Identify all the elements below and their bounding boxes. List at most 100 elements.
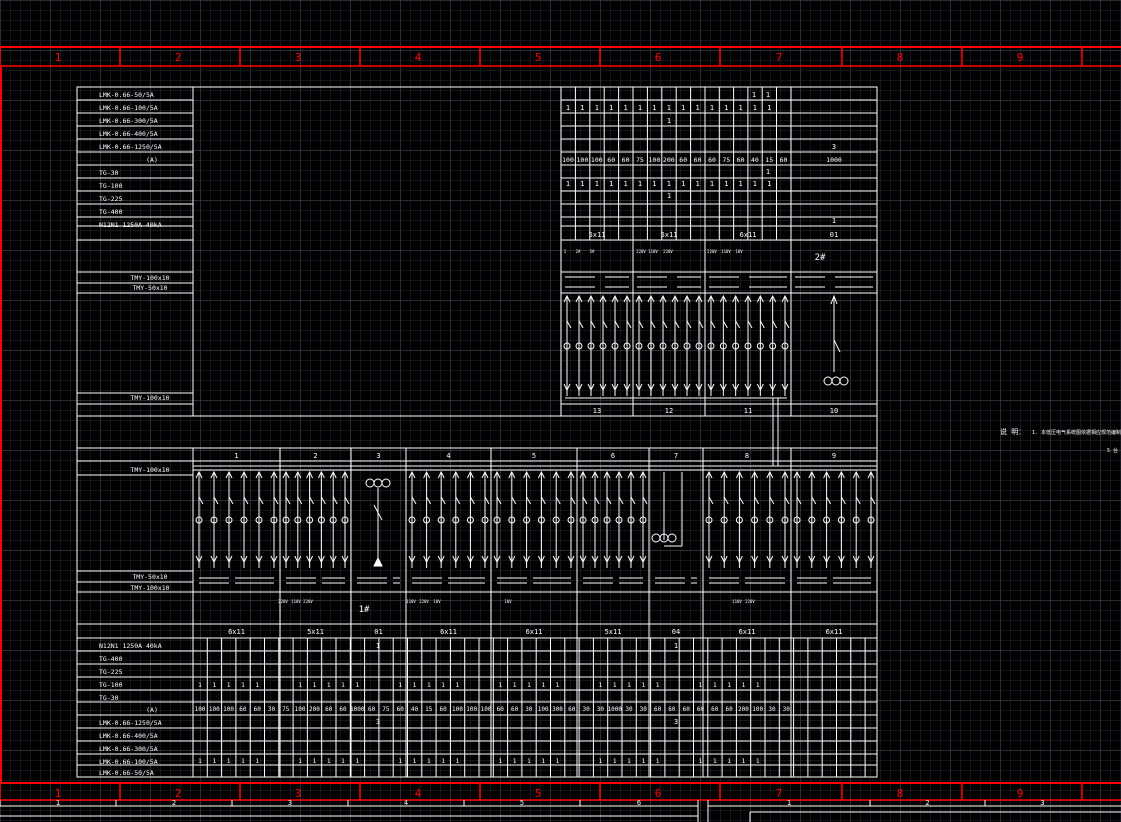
feeder-arrow	[781, 555, 789, 564]
bottom-amps-value: 75	[382, 706, 390, 713]
feeder-switch	[840, 496, 846, 505]
zone-number-bottom: 8	[897, 787, 904, 800]
feeder-arrow	[611, 294, 619, 303]
top-note: 220V	[636, 249, 646, 254]
bottom-tg-value: 1	[727, 681, 731, 689]
feeder-arrow	[481, 470, 489, 479]
feeder-arrow	[793, 470, 801, 479]
top-amps-value: 15	[765, 156, 773, 164]
feeder-ct-symbol	[563, 342, 571, 350]
feeder-switch	[455, 496, 461, 505]
feeder-arrow	[781, 383, 789, 392]
bottom-note: 110V	[406, 599, 416, 604]
bottom-amps-value: 100	[466, 706, 477, 713]
bottom-tg-value: 1	[198, 681, 202, 689]
feeder-arrow	[579, 470, 587, 479]
incomer-switch	[373, 504, 383, 521]
feeder-ct-symbol	[225, 516, 233, 524]
incomer-switch	[833, 339, 841, 353]
feeder-ct-symbol	[537, 516, 545, 524]
bottom-tg-value: 1	[713, 681, 717, 689]
feeder-switch	[738, 496, 744, 505]
bottom-bus-label: TMY-100x10	[130, 466, 169, 474]
feeder-arrow	[808, 470, 816, 479]
bottom-ct-value: 1	[513, 757, 517, 765]
feeder-arrow	[306, 470, 314, 479]
bottom-cabinet-type: 04	[672, 628, 680, 636]
feeder-arrow	[695, 294, 703, 303]
feeder-arrow	[751, 470, 759, 479]
feeder-arrow	[659, 383, 667, 392]
bottom-breaker-value: 1	[376, 642, 380, 650]
feeder-arrow	[852, 470, 860, 479]
bottom-amps-value: 60	[725, 706, 733, 713]
title-strip-number: 2	[925, 799, 929, 807]
top-amps-value: 100	[577, 156, 589, 164]
bottom-tg-value: 1	[398, 681, 402, 689]
feeder-switch	[526, 496, 532, 505]
feeder-ct-symbol	[255, 516, 263, 524]
bottom-amps-value: 30	[597, 706, 605, 713]
bottom-breaker-value: 1	[674, 642, 678, 650]
feeder-switch	[630, 496, 636, 505]
bottom-tg-value: 1	[756, 681, 760, 689]
bottom-tg-value: 1	[699, 681, 703, 689]
feeder-arrow	[647, 294, 655, 303]
top-ct-value: 1	[595, 104, 599, 112]
top-label-text: N12N1 1250A 40kA	[99, 221, 162, 229]
top-label-text: (A)	[146, 156, 158, 164]
incomer-arrow	[830, 294, 838, 305]
bottom-amps-value: 30	[582, 706, 590, 713]
feeder-ct-symbol	[317, 516, 325, 524]
feeder-arrow	[823, 555, 831, 564]
bottom-amps-value: 60	[397, 706, 405, 713]
top-amps-qty: 3	[832, 143, 836, 151]
bottom-tg-value: 1	[656, 681, 660, 689]
bottom-tg-value: 1	[327, 681, 331, 689]
top-note: 220V	[663, 249, 673, 254]
feeder-switch	[784, 496, 790, 505]
bottom-ct-value: 1	[427, 757, 431, 765]
top-ct-value: 1	[766, 168, 770, 176]
feeder-arrow	[341, 470, 349, 479]
feeder-arrow	[744, 383, 752, 392]
incomer-arrow	[373, 556, 383, 567]
top-tg-value: 1	[695, 180, 699, 188]
bottom-tg-value: 1	[341, 681, 345, 689]
feeder-arrow	[615, 470, 623, 479]
bottom-tg-value: 1	[227, 681, 231, 689]
top-tg-value: 1	[767, 180, 771, 188]
feeder-switch	[855, 496, 861, 505]
feeder-arrow	[452, 555, 460, 564]
bottom-cabinet-type: 5x11	[605, 628, 622, 636]
top-cabinet-type: 5x11	[589, 231, 606, 239]
bottom-amps-value: 100	[538, 706, 549, 713]
feeder-ct-symbol	[210, 516, 218, 524]
top-cabinet-type: 6x11	[740, 231, 757, 239]
bottom-ct-value: 1	[699, 757, 703, 765]
top-tg-value: 1	[652, 180, 656, 188]
feeder-switch	[469, 496, 475, 505]
top-amps-value: 60	[607, 156, 615, 164]
bus-label-text: TMY-50x10	[132, 284, 167, 292]
feeder-arrow	[579, 555, 587, 564]
zone-number-top: 5	[535, 51, 542, 64]
bottom-amps-value: 60	[683, 706, 691, 713]
bottom-amps-value: 200	[738, 706, 749, 713]
bottom-cabinet-number: 5	[532, 452, 536, 460]
bottom-ct-value: 1	[756, 757, 760, 765]
feeder-arrow	[437, 470, 445, 479]
feeder-arrow	[537, 555, 545, 564]
top-amps-value: 200	[663, 156, 675, 164]
bottom-amps-value: 100	[452, 706, 463, 713]
feeder-switch	[614, 320, 620, 329]
bottom-note: 220V	[745, 599, 755, 604]
bottom-tg-value: 1	[298, 681, 302, 689]
bottom-tg-value: 1	[241, 681, 245, 689]
feeder-arrow	[611, 383, 619, 392]
feeder-arrow	[603, 470, 611, 479]
bottom-amps-value: 200	[309, 706, 320, 713]
bottom-ct-value: 1	[198, 757, 202, 765]
